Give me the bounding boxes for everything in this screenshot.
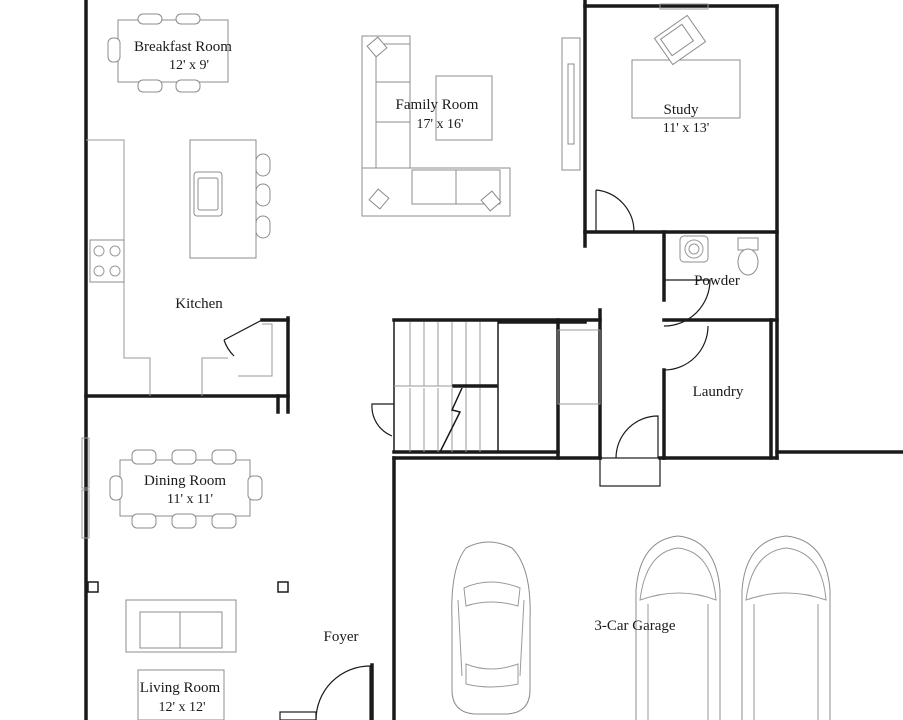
living-sofa bbox=[125, 599, 237, 653]
breakfast-room-label: Breakfast Room bbox=[134, 39, 232, 55]
family-room-size: 17' x 16' bbox=[416, 117, 463, 132]
windows bbox=[81, 3, 709, 539]
garage-label: 3-Car Garage bbox=[594, 618, 676, 634]
foyer-label: Foyer bbox=[324, 629, 359, 645]
garage-car-2 bbox=[635, 535, 721, 720]
tv-console bbox=[561, 37, 581, 171]
breakfast-room-size: 12' x 9' bbox=[169, 58, 209, 73]
sectional-sofa bbox=[361, 35, 511, 217]
family-room-label: Family Room bbox=[396, 97, 479, 113]
dining-table-set bbox=[109, 449, 263, 529]
living-room-label: Living Room bbox=[140, 680, 221, 696]
kitchen-counters bbox=[86, 139, 273, 396]
kitchen-label: Kitchen bbox=[175, 296, 223, 312]
dining-room-size: 11' x 11' bbox=[167, 492, 213, 507]
study-desk-set bbox=[631, 14, 741, 119]
powder-label: Powder bbox=[694, 273, 740, 289]
living-room-size: 12' x 12' bbox=[158, 700, 205, 715]
powder-fixtures bbox=[679, 235, 759, 276]
laundry-label: Laundry bbox=[693, 384, 744, 400]
doors bbox=[223, 189, 711, 720]
garage-car-3 bbox=[741, 535, 831, 720]
cooktop bbox=[89, 239, 125, 283]
study-label: Study bbox=[663, 102, 699, 118]
coffee-table bbox=[435, 75, 493, 141]
living-ottoman bbox=[137, 669, 225, 720]
garage-car-1 bbox=[451, 541, 531, 715]
dining-room-label: Dining Room bbox=[144, 473, 226, 489]
study-size: 11' x 13' bbox=[663, 121, 710, 136]
breakfast-table-set bbox=[107, 13, 229, 93]
staircase bbox=[393, 319, 601, 453]
columns bbox=[87, 581, 289, 593]
kitchen-island bbox=[189, 139, 271, 259]
